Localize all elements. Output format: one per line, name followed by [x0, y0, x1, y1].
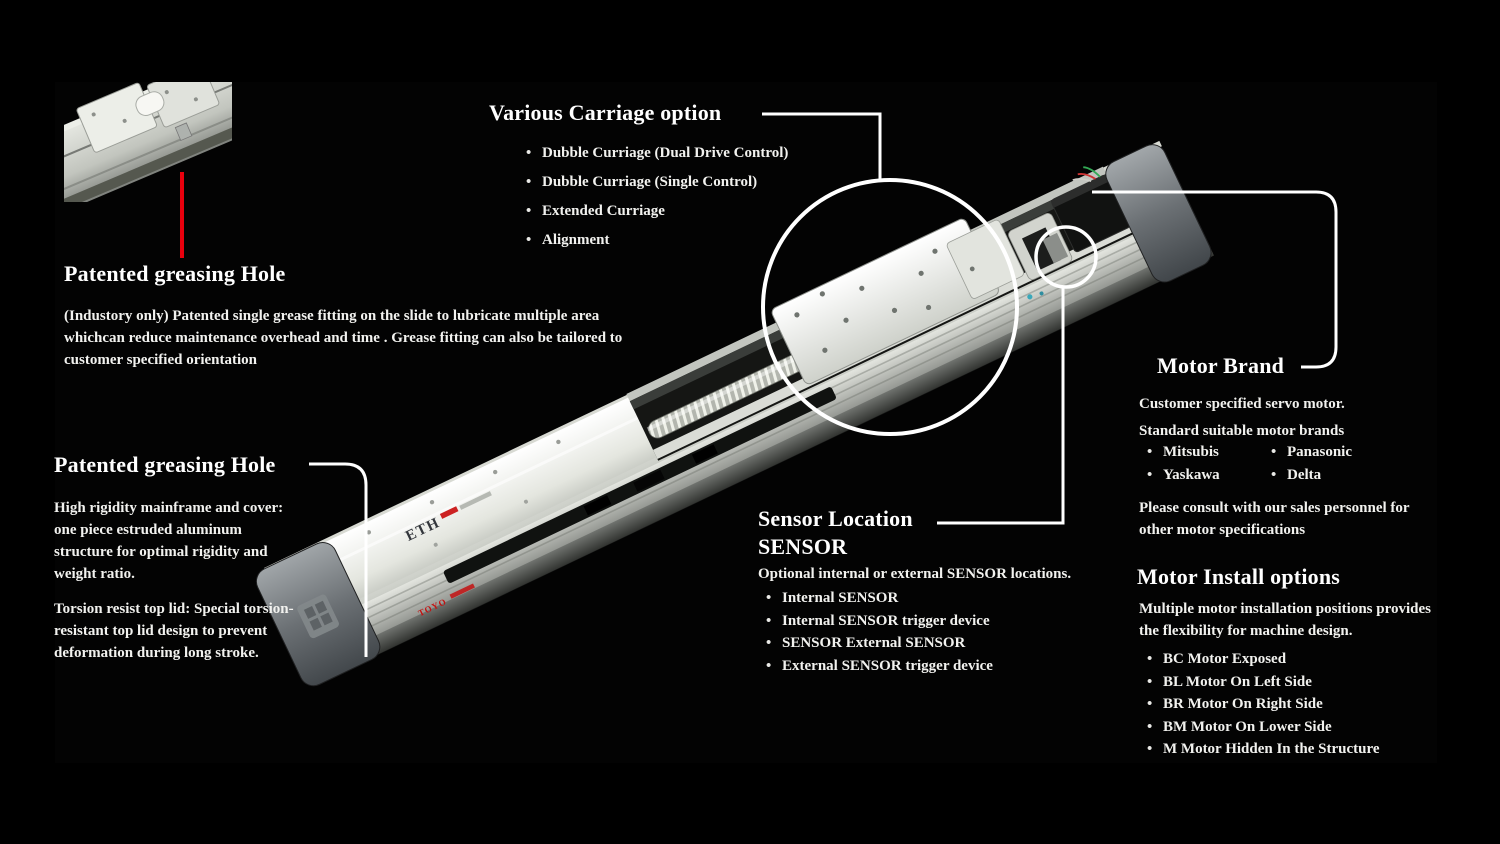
- motor-brand-list: Mitsubis Panasonic Yaskawa Delta: [1145, 442, 1352, 485]
- greasing-para2: Torsion resist top lid: Special torsion-…: [54, 601, 294, 661]
- sensor-subtitle: Optional internal or external SENSOR loc…: [758, 566, 1072, 582]
- inset-groove: [64, 99, 232, 196]
- cover-screw: [433, 542, 438, 547]
- cover-screw: [366, 530, 372, 535]
- list-item: BC Motor Exposed: [1145, 650, 1380, 670]
- model-label-red-mark: [439, 506, 459, 519]
- list-item: BR Motor On Right Side: [1145, 695, 1380, 715]
- list-item: Yaskawa: [1145, 465, 1269, 485]
- list-item: Extended Curriage: [524, 201, 788, 221]
- cover-screw: [523, 499, 528, 504]
- inset-screw: [91, 112, 96, 117]
- list-item: External SENSOR trigger device: [764, 657, 993, 677]
- greasing-hole-inset-photo: [64, 82, 232, 202]
- cover-screw: [556, 439, 561, 445]
- list-item: BM Motor On Lower Side: [1145, 718, 1380, 738]
- inset-screw: [193, 97, 198, 102]
- trigger-dog: [583, 495, 612, 516]
- model-label-sub-mark: [459, 491, 492, 510]
- cover-screw: [493, 469, 498, 475]
- motor-brand-title: Motor Brand: [1157, 353, 1285, 378]
- list-item: Dubble Curriage (Dual Drive Control): [524, 143, 788, 163]
- logo-mark: [449, 583, 475, 599]
- list-item: Internal SENSOR trigger device: [764, 612, 993, 632]
- trigger-dog: [691, 444, 718, 464]
- inset-screw: [122, 118, 127, 123]
- cover-screw: [429, 499, 435, 505]
- inset-rail-body: [64, 82, 232, 202]
- carriage-title: Various Carriage option: [489, 100, 722, 125]
- greasing-title: Patented greasing Hole: [54, 452, 276, 477]
- inset-cylinder: [135, 91, 165, 117]
- motor-wire-green: [1083, 166, 1101, 178]
- list-item: Delta: [1269, 465, 1352, 485]
- greasing-para1: High rigidity mainframe and cover: one p…: [54, 500, 284, 582]
- list-item: SENSOR External SENSOR: [764, 634, 993, 654]
- inset-shadow: [64, 108, 232, 202]
- motor-install-subtitle: Multiple motor installation positions pr…: [1139, 601, 1431, 639]
- list-item: Panasonic: [1269, 442, 1352, 462]
- motor-brand-note: Please consult with our sales personnel …: [1139, 500, 1410, 538]
- list-item: M Motor Hidden In the Structure: [1145, 740, 1380, 760]
- motor-brand-line2: Standard suitable motor brands: [1139, 423, 1345, 439]
- inset-greasing-title: Patented greasing Hole: [64, 261, 286, 286]
- servo-motor-top: [1050, 173, 1110, 208]
- motor-install-title: Motor Install options: [1137, 564, 1341, 589]
- list-item: Dubble Curriage (Single Control): [524, 172, 788, 192]
- inset-greasing-body: (Industory only) Patented single grease …: [64, 308, 623, 368]
- grease-fitting: [174, 122, 193, 142]
- list-item: BL Motor On Left Side: [1145, 673, 1380, 693]
- list-item: Mitsubis: [1145, 442, 1269, 462]
- list-item: Alignment: [524, 230, 788, 250]
- motor-wire-white: [1072, 178, 1092, 182]
- carriage-options-list: Dubble Curriage (Dual Drive Control) Dub…: [524, 143, 788, 259]
- sensor-title-line1: Sensor Location: [758, 506, 913, 531]
- inset-screw: [164, 90, 169, 95]
- motor-brand-line1: Customer specified servo motor.: [1139, 396, 1345, 412]
- sensor-title-line2: SENSOR: [758, 534, 848, 559]
- trigger-dog: [633, 469, 665, 492]
- motor-install-list: BC Motor Exposed BL Motor On Left Side B…: [1145, 650, 1380, 763]
- groove-line: [313, 232, 1195, 655]
- list-item: Internal SENSOR: [764, 589, 993, 609]
- motor-wire-red: [1077, 173, 1097, 180]
- sensor-options-list: Internal SENSOR Internal SENSOR trigger …: [764, 589, 993, 679]
